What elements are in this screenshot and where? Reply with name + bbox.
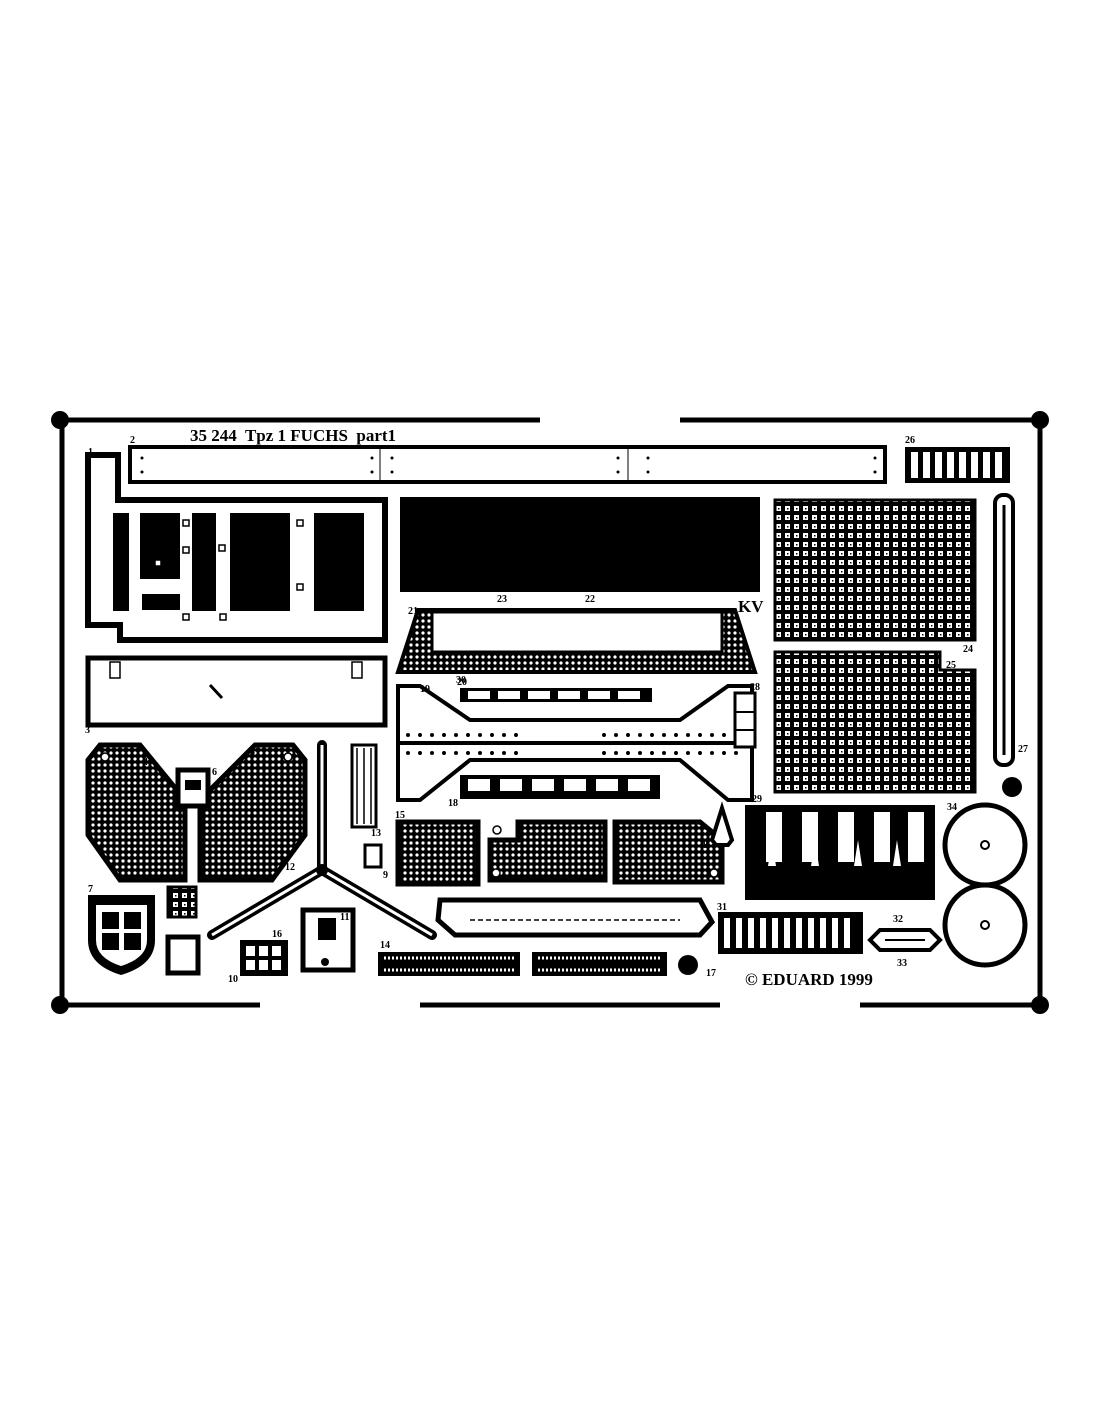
part-10-grille	[240, 940, 288, 976]
part-number: 31	[717, 902, 727, 913]
part-34-grille	[166, 885, 198, 919]
part-number: 12	[285, 862, 295, 873]
part-14-left	[378, 952, 520, 976]
part-36-cap	[165, 934, 201, 976]
part-30-rail	[435, 897, 716, 938]
part-31-ladder	[718, 912, 863, 954]
part-12-hub	[316, 864, 328, 876]
part-18-strip	[460, 775, 660, 799]
part-28-bracket	[733, 691, 757, 749]
fret-title: 35 244 Tpz 1 FUCHS part1	[190, 426, 396, 445]
part-number: 19	[420, 684, 430, 695]
part-number: 18	[448, 798, 458, 809]
fret-copyright: © EDUARD 1999	[745, 970, 873, 989]
part-number: 14	[380, 940, 390, 951]
part-34-discs	[942, 802, 1028, 968]
part-number: 5	[250, 747, 255, 758]
part-11-fitting	[300, 907, 356, 973]
part-number: 6	[212, 767, 217, 778]
part-number: 11	[340, 912, 349, 923]
part-number: 9	[383, 870, 388, 881]
part-27-rail	[993, 493, 1015, 767]
part-17-disc	[1002, 777, 1022, 797]
part-number: 4	[143, 757, 148, 768]
mount-hole	[283, 752, 293, 762]
part-5-shield	[197, 742, 308, 883]
part-number: 30	[456, 675, 466, 686]
part-number: 22	[585, 594, 595, 605]
part-7-emblem	[88, 895, 155, 975]
part-number: 8	[703, 840, 708, 851]
part-number: 28	[750, 682, 760, 693]
part-number: 23	[497, 594, 507, 605]
part-19-frame	[396, 684, 754, 802]
part-26-ladder	[905, 447, 1010, 483]
part-number: 33	[897, 958, 907, 969]
part-number: 27	[1018, 744, 1028, 755]
part-2-strip	[128, 445, 887, 484]
mount-hole	[492, 825, 502, 835]
part-number: 29	[752, 794, 762, 805]
part-number-labels: 1 2 3 4 5 6 7 8 9 10 11 12 13 14 15 16 1…	[85, 435, 1028, 985]
part-9-small	[363, 843, 383, 869]
part-15-right	[612, 819, 725, 885]
part-19-holes	[406, 733, 738, 755]
part-24-grid	[773, 498, 977, 642]
part-15-left	[395, 819, 481, 887]
corner-tabs	[51, 411, 1049, 1014]
part-number: 2	[130, 435, 135, 446]
part-4-shield	[85, 742, 188, 883]
part-number: 15	[395, 810, 405, 821]
part-number: 7	[88, 884, 93, 895]
mount-hole	[709, 868, 719, 878]
part-14-right	[532, 952, 667, 976]
fret-marking: KV	[738, 597, 764, 616]
part-number: 13	[371, 828, 381, 839]
part-number: 17	[706, 968, 716, 979]
part-number: 26	[905, 435, 915, 446]
part-12-inner	[211, 745, 433, 937]
part-23-block	[400, 497, 760, 592]
part-number: 24	[963, 644, 973, 655]
part-13-strip	[350, 743, 378, 829]
part-25-grid	[773, 650, 977, 794]
part-3-panel	[85, 655, 388, 728]
part-17-disc-lower	[678, 955, 698, 975]
part-8-clip	[709, 801, 735, 847]
part-number: 3	[85, 725, 90, 736]
part-6-bracket	[175, 767, 211, 809]
part-number: 1	[88, 447, 93, 458]
part-number: 32	[893, 914, 903, 925]
part-15-center	[487, 819, 608, 883]
part-29-fret	[745, 805, 935, 900]
part-21-plate	[395, 608, 758, 674]
part-1-frame	[85, 452, 388, 643]
part-32-clip	[867, 928, 943, 952]
part-number: 16	[272, 929, 282, 940]
part-number: 34	[947, 802, 957, 813]
part-number: 10	[228, 974, 238, 985]
part-number: 25	[946, 660, 956, 671]
mount-hole	[491, 868, 501, 878]
part-20-strip	[460, 688, 652, 702]
mount-hole	[100, 752, 110, 762]
part-number: 20	[457, 677, 467, 688]
part-number: 21	[408, 606, 418, 617]
fret-frame	[59, 417, 1043, 1008]
